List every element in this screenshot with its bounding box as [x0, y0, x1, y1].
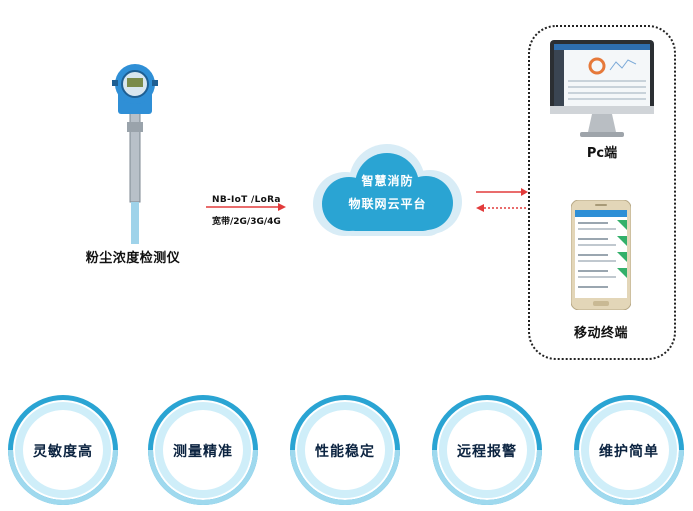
pc-monitor-icon: [550, 40, 654, 137]
feature-badge-1: 灵敏度高: [8, 395, 118, 505]
cloud-platform-icon: [313, 144, 462, 236]
pc-label: Pc端: [586, 146, 618, 161]
dust-sensor-icon: [112, 64, 158, 244]
link-protocol-label: NB-IoT /LoRa: [212, 195, 281, 205]
feature-label: 性能稳定: [315, 444, 375, 460]
link-network-label: 宽带/2G/3G/4G: [212, 217, 281, 227]
cloud-subtitle: 物联网云平台: [348, 197, 427, 211]
bidirectional-arrow-icon: [476, 188, 528, 212]
feature-badge-2: 测量精准: [148, 395, 258, 505]
sensor-label: 粉尘浓度检测仪: [85, 251, 181, 266]
feature-badge-3: 性能稳定: [290, 395, 400, 505]
feature-label: 灵敏度高: [33, 444, 93, 460]
feature-badge-4: 远程报警: [432, 395, 542, 505]
mobile-label: 移动终端: [573, 326, 628, 341]
cloud-title: 智慧消防: [361, 174, 414, 188]
uplink-arrow-icon: [206, 203, 286, 211]
feature-label: 远程报警: [457, 444, 517, 460]
feature-label: 测量精准: [173, 444, 233, 460]
mobile-phone-icon: [571, 200, 631, 310]
feature-label: 维护简单: [599, 444, 659, 460]
feature-badge-5: 维护简单: [574, 395, 684, 505]
terminal-group: [528, 25, 676, 360]
